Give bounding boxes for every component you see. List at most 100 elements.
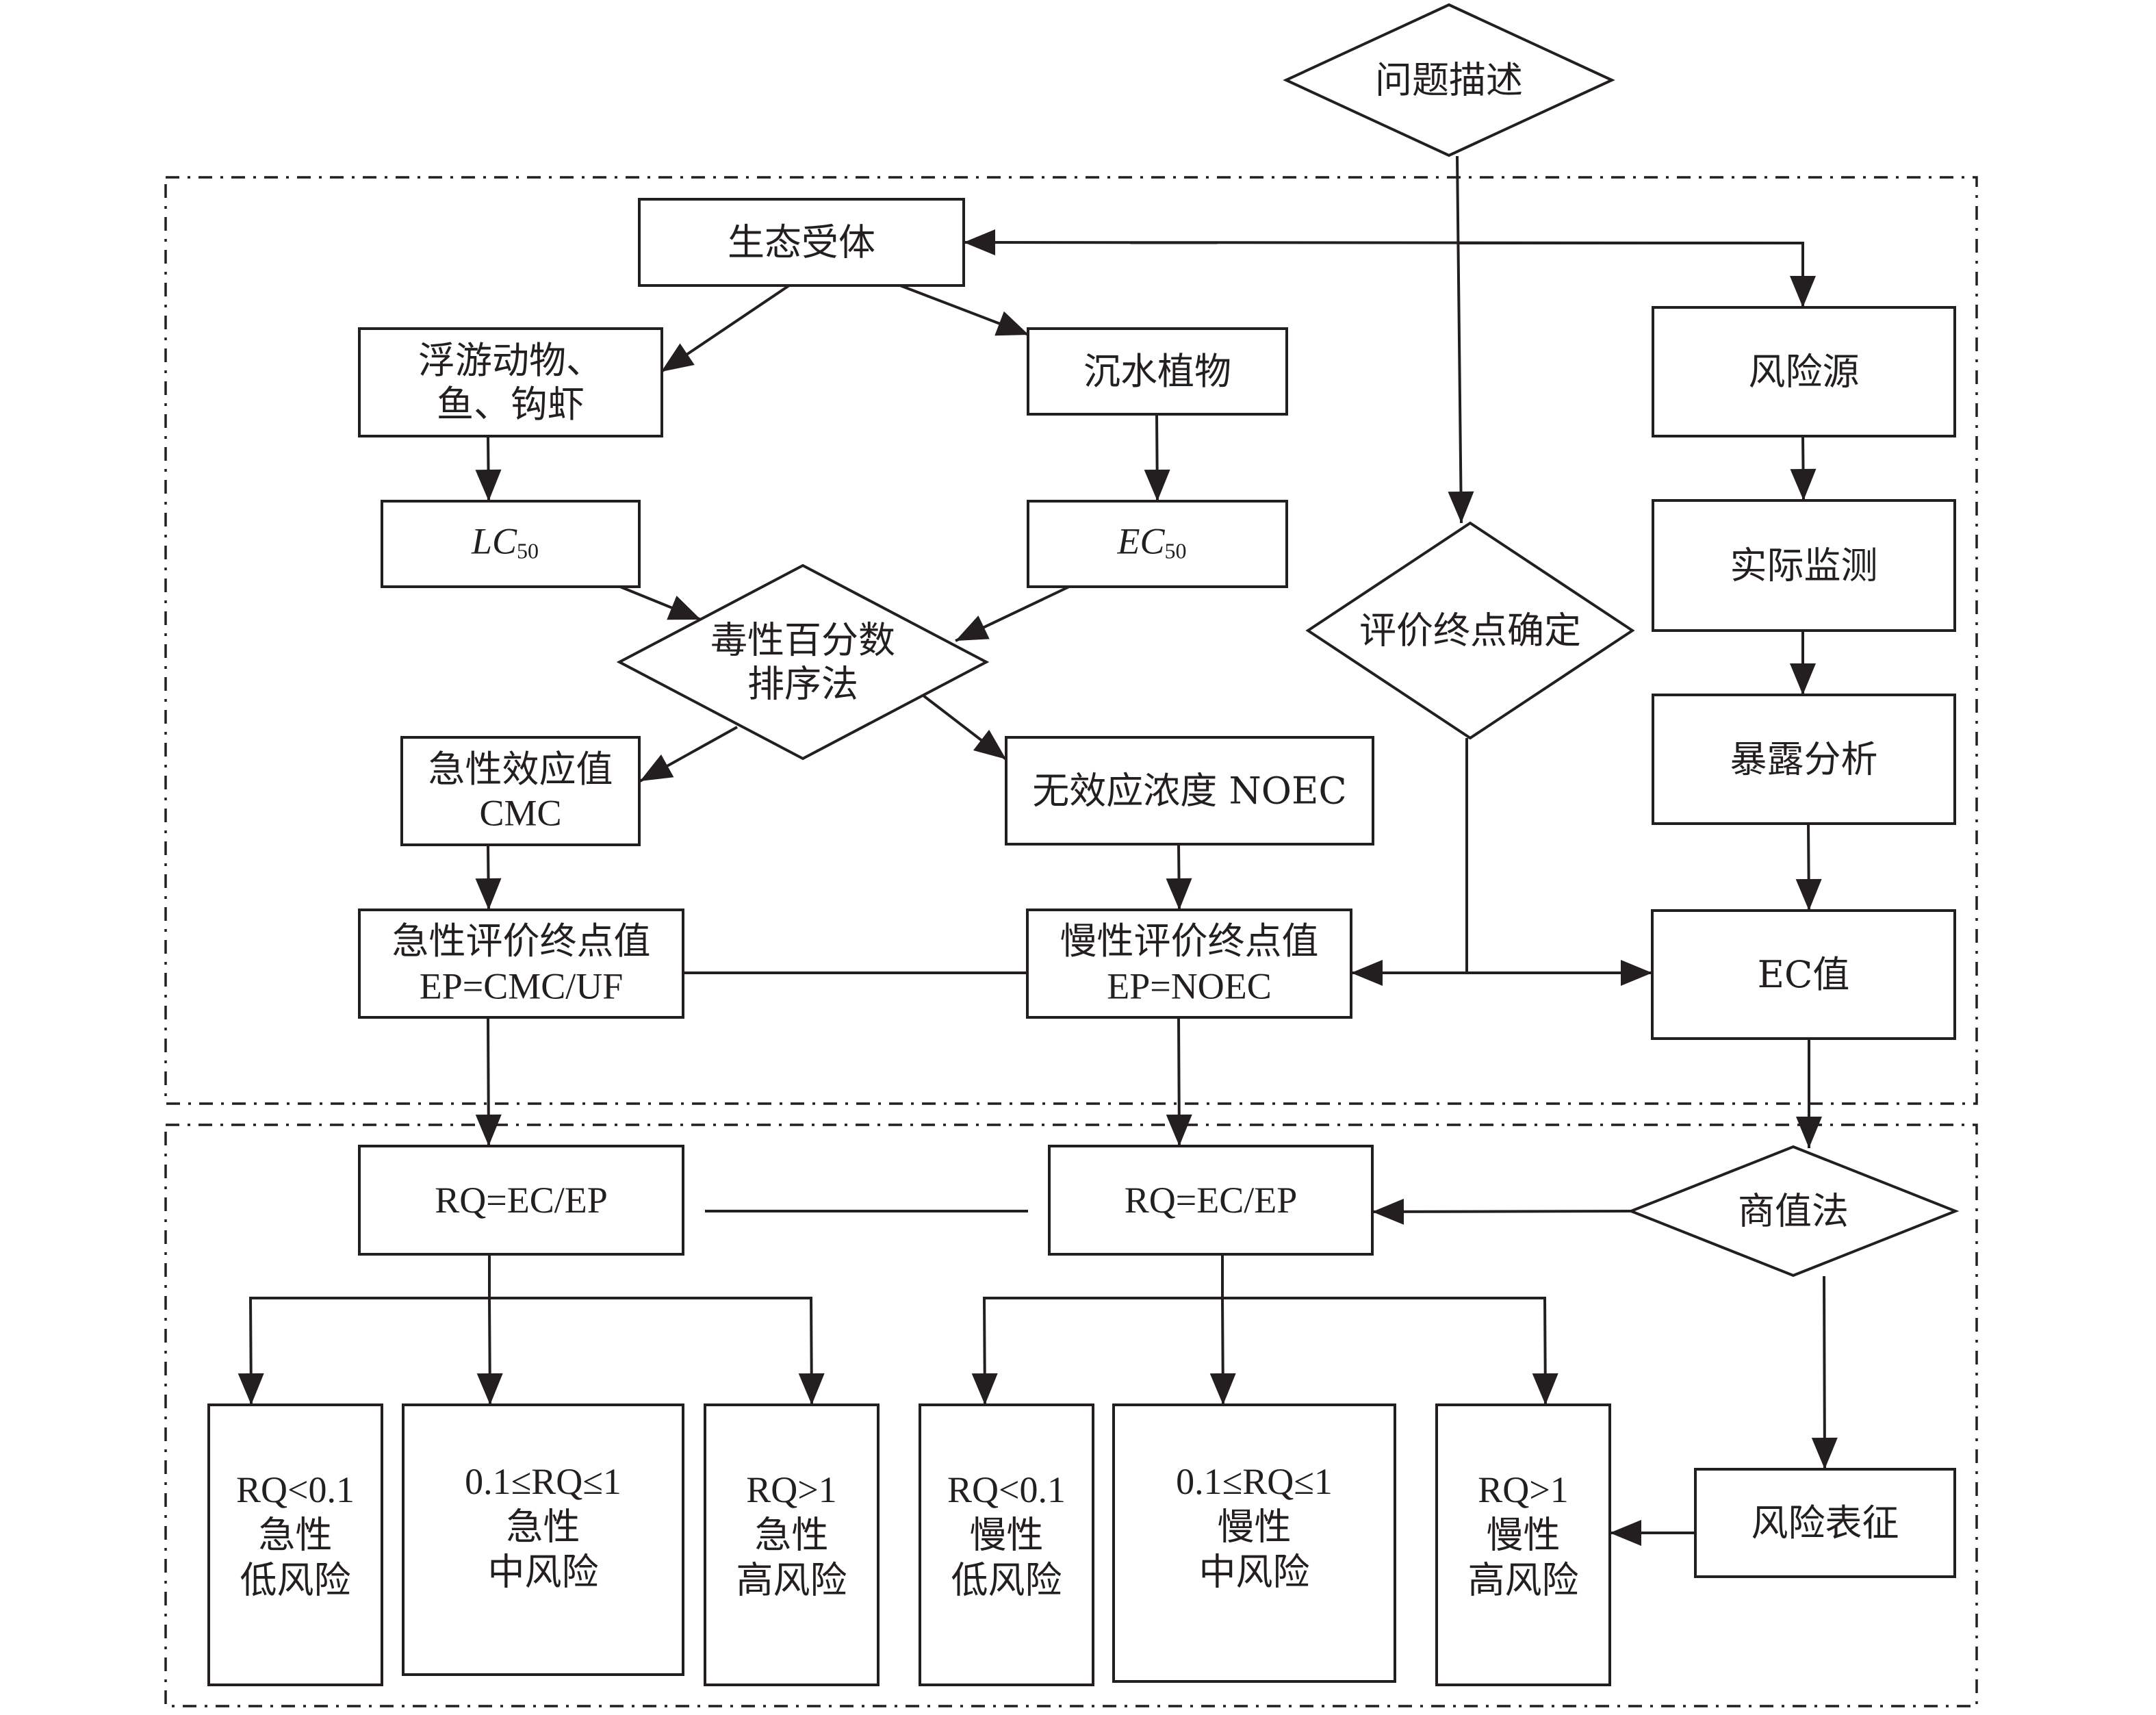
edge-eco-to-zooplankton-arrowhead (661, 343, 695, 372)
node-label-line: 暴露分析 (1730, 738, 1878, 781)
risk-source-node-box (1652, 306, 1956, 437)
edge-monitoring-to-exposure-arrowhead (1790, 663, 1816, 695)
edge-eco-to-plants-arrowhead (994, 311, 1029, 336)
edge-loop-to-eco-receptor-arrowhead (964, 229, 996, 256)
characterization-frame (164, 1123, 1978, 1707)
node-label-line: 低风险 (951, 1559, 1062, 1602)
edge-acute-branch-high (489, 1297, 813, 1406)
node-label-line: RQ>1 (1478, 1469, 1568, 1510)
node-label-line: 急性评价终点值 (392, 919, 651, 963)
node-label-line: 实际监测 (1730, 544, 1878, 587)
node-label-line: 高风险 (1468, 1559, 1579, 1602)
eco-receptor-node: 生态受体 (638, 198, 965, 287)
outcome-box (704, 1403, 880, 1686)
node-label-line: 无效应浓度 NOEC (1032, 770, 1346, 813)
edge-risk-characterization-to-high-arrowhead (1610, 1520, 1641, 1546)
node-label-line: 慢性 (1218, 1506, 1292, 1549)
node-label-line: 沉水植物 (1083, 350, 1231, 393)
lc50-node-box (381, 500, 641, 588)
edge-lc50-to-ssd-arrowhead (667, 596, 701, 620)
rq-chronic-node-box (1048, 1145, 1374, 1256)
node-label-line: 中风险 (1199, 1551, 1310, 1594)
node-label-line: 慢性评价终点值 (1060, 919, 1319, 963)
node-label-line: RQ=EC/EP (1125, 1180, 1298, 1221)
edge-noec-to-chronic-endpoint-arrowhead (1166, 878, 1192, 910)
node-label-line: 排序法 (747, 663, 858, 706)
zooplankton-node-box (358, 327, 663, 437)
submerged-plants-node: 沉水植物 (1027, 327, 1288, 416)
edge-loop-to-risk-source-arrowhead (1790, 276, 1816, 307)
rq-acute-node-box (358, 1145, 684, 1256)
edge-plants-to-ec50-arrowhead (1144, 469, 1170, 501)
node-label-line: EC值 (1758, 953, 1850, 996)
node-label-line: 0.1≤RQ≤1 (1176, 1461, 1333, 1502)
edge-chronic-branch-low-arrowhead (971, 1373, 998, 1405)
outcome-box (402, 1403, 684, 1676)
edge-quotient-to-rq-chronic-arrowhead (1372, 1198, 1404, 1225)
eco-receptor-node-box (638, 198, 965, 287)
edge-acute-branch-low (248, 1297, 489, 1406)
node-label-line: RQ<0.1 (947, 1469, 1066, 1510)
node-label-line: 风险源 (1749, 351, 1860, 394)
edge-endpoint-to-chronic-arrowhead (1351, 960, 1383, 986)
node-label-line: 慢性 (970, 1514, 1044, 1557)
endpoint-determination-diamond-shape (1305, 521, 1635, 740)
node-label-line: 问题描述 (1375, 59, 1523, 102)
ec50-node-subscript: 50 (1165, 539, 1187, 563)
ec-value-node: EC值 (1651, 909, 1956, 1040)
edge-exposure-to-ec-arrowhead (1795, 878, 1822, 911)
node-label-line: 商值法 (1738, 1190, 1849, 1233)
problem-description-diamond: 问题描述 (1283, 3, 1615, 157)
node-label-line: RQ<0.1 (236, 1469, 355, 1510)
exposure-analysis-node: 暴露分析 (1652, 694, 1956, 825)
edge-risk-to-monitoring-arrowhead (1790, 468, 1817, 500)
edge-acute-endpoint-to-rq-arrowhead (475, 1114, 502, 1146)
node-label-line: RQ=EC/EP (435, 1180, 608, 1221)
node-label-line: 评价终点确定 (1359, 609, 1581, 652)
chronic-endpoint-node-box (1026, 909, 1352, 1019)
lc50-node-label: LC50 (471, 521, 539, 563)
edge-problem-to-endpoint-arrowhead (1448, 491, 1474, 523)
outcome-box (1112, 1403, 1396, 1683)
node-label-line: 中风险 (488, 1551, 599, 1594)
noec-node: 无效应浓度 NOEC (1005, 736, 1374, 846)
edge-quotient-to-risk-characterization-arrowhead (1811, 1437, 1838, 1469)
analysis-frame (164, 176, 1978, 1105)
node-label-line: 急性 (755, 1514, 829, 1557)
rq-acute-node: RQ=EC/EP (358, 1145, 684, 1256)
ec50-node-main: EC (1116, 521, 1165, 562)
edges (238, 155, 1838, 1546)
node-label-line: 鱼、钩虾 (437, 383, 585, 426)
edge-ec50-to-ssd-arrowhead (955, 615, 990, 641)
edge-chronic-endpoint-to-rq-arrowhead (1166, 1114, 1192, 1146)
outcome-box (919, 1403, 1094, 1686)
edge-zooplankton-to-lc50-arrowhead (475, 469, 502, 501)
lc50-node: LC50 (381, 500, 641, 588)
quotient-method-diamond-shape (1627, 1145, 1960, 1278)
node-label-line: 慢性 (1487, 1514, 1561, 1557)
edge-problem-to-endpoint (1456, 155, 1463, 524)
edge-quotient-to-risk-characterization (1823, 1275, 1826, 1470)
edge-loop-to-risk-source (1457, 242, 1804, 307)
edge-acute-branch-high-arrowhead (798, 1373, 825, 1405)
node-label-line: RQ>1 (746, 1469, 836, 1510)
edge-chronic-branch-high (1222, 1297, 1547, 1406)
acute-effect-node-box (400, 736, 641, 846)
risk-source-node: 风险源 (1652, 306, 1956, 437)
ec-value-node-box (1651, 909, 1956, 1040)
node-label-line: 0.1≤RQ≤1 (465, 1461, 621, 1502)
edge-cmc-to-acute-endpoint-arrowhead (475, 878, 502, 910)
edge-quotient-to-rq-chronic (1372, 1210, 1632, 1213)
risk-characterization-node-box (1694, 1468, 1956, 1578)
ec50-node-box (1027, 500, 1288, 588)
node-label-line: 毒性百分数 (710, 619, 895, 662)
node-label-line: 急性 (259, 1514, 333, 1557)
node-label-line: 高风险 (736, 1559, 847, 1602)
edge-chronic-branch-mid-arrowhead (1209, 1373, 1236, 1405)
